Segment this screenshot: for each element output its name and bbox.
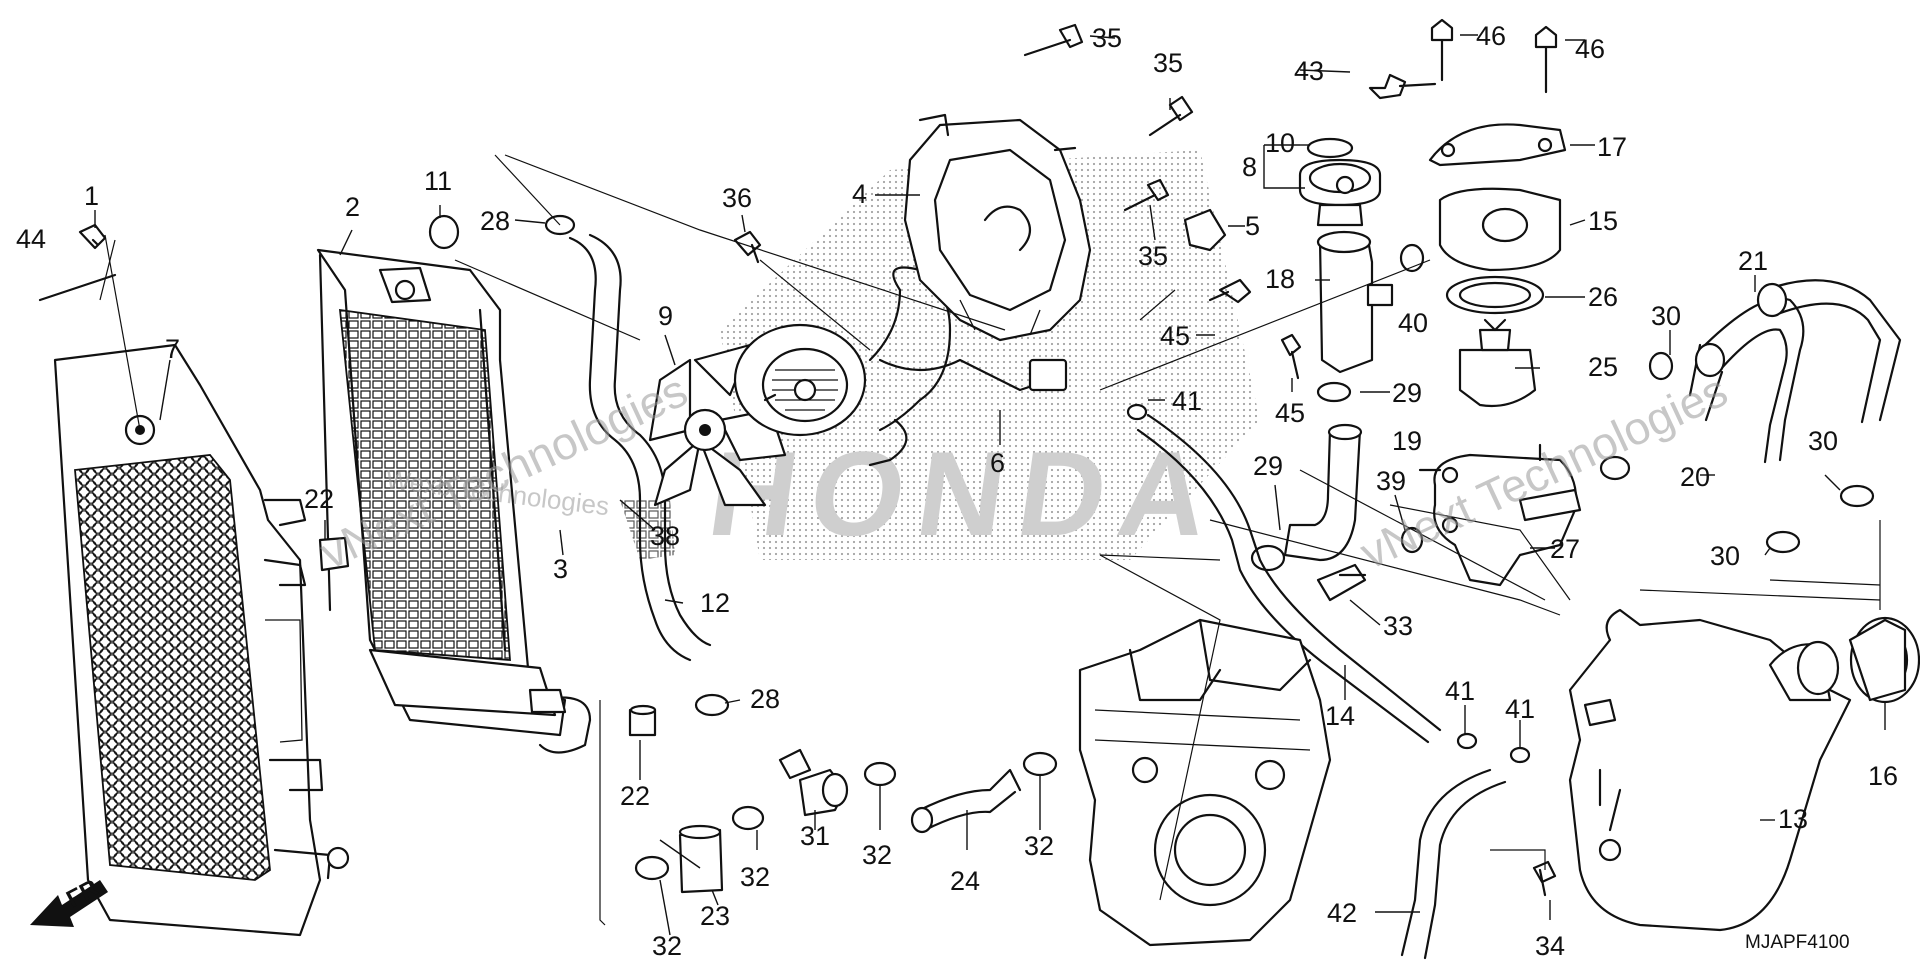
callout-36: 36 — [722, 183, 752, 213]
grommet — [428, 214, 460, 250]
brand-watermark: HONDA — [701, 427, 1230, 561]
coolant-reservoir — [1568, 608, 1852, 932]
callout-41-upper: 41 — [1172, 386, 1202, 416]
callout-35-low: 35 — [1138, 241, 1168, 271]
callout-8: 8 — [1242, 152, 1257, 182]
callout-20: 20 — [1680, 462, 1710, 492]
callout-12: 12 — [700, 588, 730, 618]
callout-35-mid: 35 — [1153, 48, 1183, 78]
radiator-cap — [1298, 137, 1382, 227]
callout-45-upper: 45 — [1160, 321, 1190, 351]
bypass-hose — [1283, 423, 1363, 562]
long-hose — [1136, 413, 1442, 744]
callout-14: 14 — [1325, 701, 1355, 731]
hose-clamps — [544, 214, 1875, 881]
callout-32-a: 32 — [862, 840, 892, 870]
cooling-fan — [648, 343, 787, 507]
small-fittings — [1183, 208, 1425, 602]
callout-29-lower: 29 — [1253, 451, 1283, 481]
callout-3: 3 — [553, 554, 568, 584]
callout-29-upper: 29 — [1392, 378, 1422, 408]
guide-lines — [99, 154, 1881, 926]
callout-28-lower: 28 — [750, 684, 780, 714]
callout-13: 13 — [1778, 804, 1808, 834]
callout-2: 2 — [345, 192, 360, 222]
callout-46-left: 46 — [1476, 21, 1506, 51]
dotted-shading — [720, 150, 1260, 560]
callout-45-lower: 45 — [1275, 398, 1305, 428]
thermostat-hoses — [1688, 279, 1902, 464]
callout-30-lower: 30 — [1710, 541, 1740, 571]
callouts: 1 44 7 2 11 28 22 3 38 12 9 36 4 6 35 35… — [16, 21, 1898, 960]
callout-32-b: 32 — [740, 862, 770, 892]
diagram-code: MJAPF4100 — [1745, 932, 1850, 953]
callout-32-c: 32 — [1024, 831, 1054, 861]
leader-lines — [94, 34, 1886, 936]
callout-26: 26 — [1588, 282, 1618, 312]
callout-44: 44 — [16, 224, 46, 254]
callout-15: 15 — [1588, 206, 1618, 236]
callout-46-right: 46 — [1575, 34, 1605, 64]
callout-11: 11 — [424, 166, 452, 196]
engine — [1078, 618, 1332, 947]
callout-16: 16 — [1868, 761, 1898, 791]
callout-24: 24 — [950, 866, 980, 896]
front-direction-marker: FR. — [30, 871, 109, 927]
thermostat-assembly — [1418, 123, 1582, 587]
reservoir-cap — [1848, 616, 1920, 704]
callout-42: 42 — [1327, 898, 1357, 928]
callout-17: 17 — [1597, 132, 1627, 162]
callout-21: 21 — [1738, 246, 1768, 276]
radiator-hose-upper — [568, 233, 712, 662]
radiator — [316, 248, 592, 754]
callout-41-mid: 41 — [1445, 676, 1475, 706]
callout-22-upper: 22 — [304, 484, 334, 514]
callout-43: 43 — [1294, 56, 1324, 86]
callout-28-upper: 28 — [480, 206, 510, 236]
callout-41-right: 41 — [1505, 694, 1535, 724]
lower-hoses — [318, 536, 1022, 894]
callout-7: 7 — [165, 334, 180, 364]
callout-9: 9 — [658, 301, 673, 331]
callout-32-d: 32 — [652, 931, 682, 960]
callout-34: 34 — [1535, 931, 1565, 960]
callout-1: 1 — [84, 181, 99, 211]
callout-6: 6 — [990, 448, 1005, 478]
callout-25: 25 — [1588, 352, 1618, 382]
fan-shroud — [903, 113, 1092, 342]
callout-10: 10 — [1265, 128, 1295, 158]
callout-39: 39 — [1376, 466, 1406, 496]
callout-40: 40 — [1398, 308, 1428, 338]
callout-18: 18 — [1265, 264, 1295, 294]
callout-38: 38 — [650, 521, 680, 551]
callout-27: 27 — [1550, 534, 1580, 564]
callout-33: 33 — [1383, 611, 1413, 641]
callout-30-top: 30 — [1651, 301, 1681, 331]
callout-5: 5 — [1245, 211, 1260, 241]
callout-4: 4 — [852, 179, 867, 209]
callout-23: 23 — [700, 901, 730, 931]
bolts — [38, 18, 1558, 897]
callout-22-lower: 22 — [620, 781, 650, 811]
reservoir-hose — [1400, 768, 1507, 960]
callout-30-right: 30 — [1808, 426, 1838, 456]
radiator-shroud — [53, 343, 350, 937]
filler-neck — [1316, 230, 1394, 374]
callout-35-top: 35 — [1092, 23, 1122, 53]
callout-31: 31 — [800, 821, 830, 851]
callout-19: 19 — [1392, 426, 1422, 456]
